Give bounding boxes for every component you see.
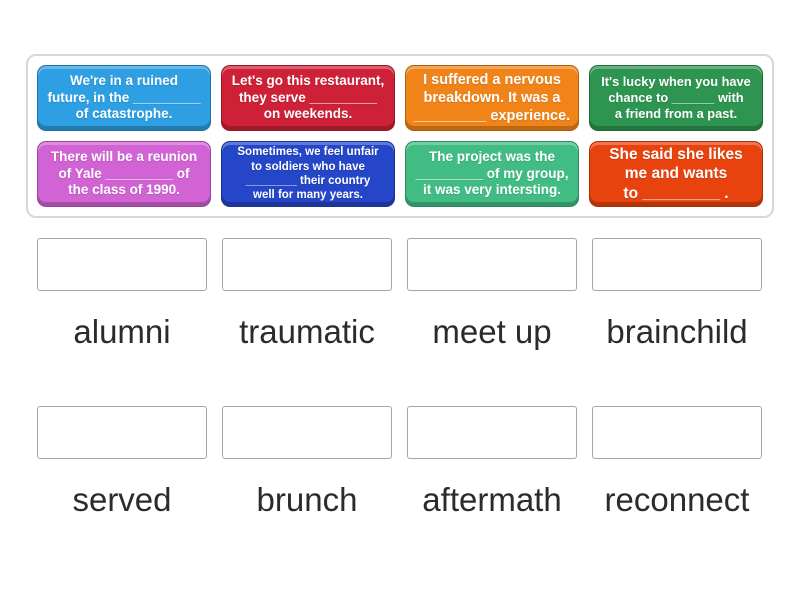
sentence-card-2[interactable]: Let's go this restaurant, they serve ___… [221,65,395,131]
sentence-card-5[interactable]: There will be a reunion of Yale ________… [37,141,211,207]
sentence-card-text: The project was the _________ of my grou… [415,148,569,198]
sentence-card-8[interactable]: She said she likes me and wants to _____… [589,141,763,207]
match-group-2: served brunch aftermath reconnect [37,406,777,519]
sentence-card-text: She said she likes me and wants to _____… [609,145,743,202]
answer-slot-aftermath[interactable] [407,406,577,459]
answer-slot-traumatic[interactable] [222,238,392,291]
sentence-card-text: It's lucky when you have chance to _____… [601,74,751,121]
word-label-row-1: alumni traumatic meet up brainchild [37,313,777,351]
answer-slot-brainchild[interactable] [592,238,762,291]
answer-slot-reconnect[interactable] [592,406,762,459]
answer-slot-row-2 [37,406,777,459]
sentence-card-text: I suffered a nervous breakdown. It was a… [413,71,571,125]
word-label-row-2: served brunch aftermath reconnect [37,481,777,519]
sentence-card-1[interactable]: We're in a ruined future, in the _______… [37,65,211,131]
sentence-card-board: We're in a ruined future, in the _______… [26,54,774,218]
answer-slot-row-1 [37,238,777,291]
sentence-card-text: Let's go this restaurant, they serve ___… [231,72,385,122]
word-label-meet-up: meet up [432,313,552,350]
word-label-served: served [72,481,172,518]
sentence-card-6[interactable]: Sometimes, we feel unfair to soldiers wh… [221,141,395,207]
answer-slot-served[interactable] [37,406,207,459]
sentence-card-text: We're in a ruined future, in the _______… [47,72,201,122]
sentence-card-text: Sometimes, we feel unfair to soldiers wh… [237,146,379,202]
word-label-alumni: alumni [73,313,171,350]
word-label-brunch: brunch [256,481,358,518]
word-label-reconnect: reconnect [604,481,750,518]
sentence-card-7[interactable]: The project was the _________ of my grou… [405,141,579,207]
match-group-1: alumni traumatic meet up brainchild [37,238,777,351]
answer-slot-brunch[interactable] [222,406,392,459]
sentence-card-4[interactable]: It's lucky when you have chance to _____… [589,65,763,131]
sentence-card-text: There will be a reunion of Yale ________… [50,148,198,198]
sentence-card-3[interactable]: I suffered a nervous breakdown. It was a… [405,65,579,131]
word-label-aftermath: aftermath [422,481,562,518]
answer-slot-alumni[interactable] [37,238,207,291]
word-label-traumatic: traumatic [239,313,375,350]
word-label-brainchild: brainchild [606,313,748,350]
answer-slot-meet-up[interactable] [407,238,577,291]
